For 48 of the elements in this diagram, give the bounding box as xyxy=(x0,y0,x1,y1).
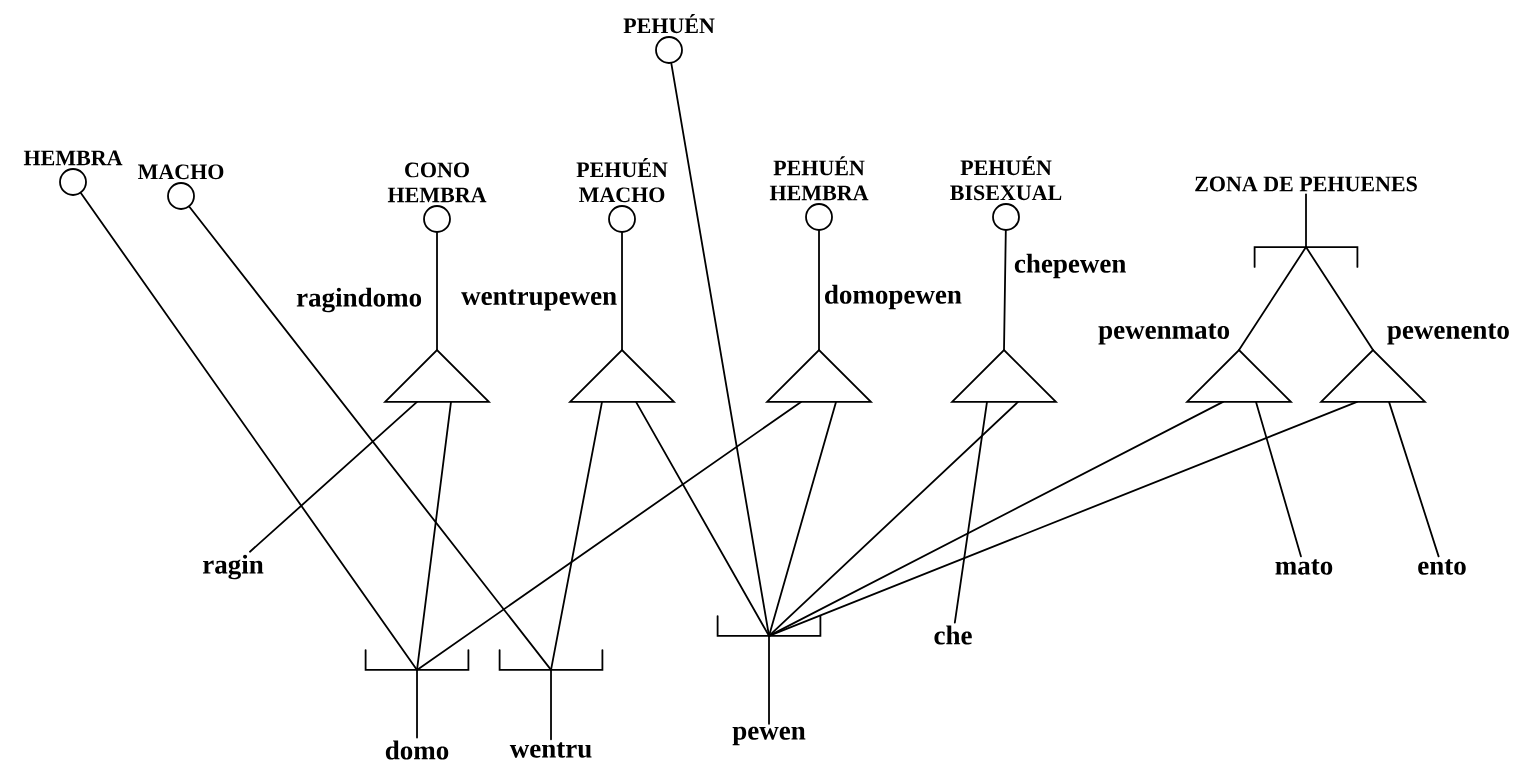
edge-label: wentrupewen xyxy=(460,288,619,312)
bracket xyxy=(364,649,470,671)
connector-line xyxy=(1305,246,1374,351)
edge-label: pewenento xyxy=(1385,322,1511,346)
node-label: CONO HEMBRA xyxy=(387,162,487,203)
connector-line xyxy=(80,192,418,671)
connector-line xyxy=(550,669,552,741)
bracket xyxy=(1253,246,1359,268)
connector-line xyxy=(953,401,988,624)
node-label: MACHO xyxy=(138,164,224,180)
edge-label: ragindomo xyxy=(295,286,424,314)
node-label: PEHUÉN HEMBRA xyxy=(769,156,869,201)
connector-line xyxy=(550,401,603,671)
edge-label: pewenmato xyxy=(1097,322,1232,346)
connector-line xyxy=(1238,246,1307,351)
node-label: PEHUÉN MACHO xyxy=(576,158,668,203)
connector-line xyxy=(1003,230,1007,351)
word-label: wentru xyxy=(509,742,592,758)
word-label: pewen xyxy=(732,726,806,746)
connector-line xyxy=(768,635,770,725)
connector-line xyxy=(818,230,820,351)
connector-line xyxy=(768,401,1019,637)
connector-line xyxy=(436,232,438,351)
connector-line xyxy=(1305,193,1307,248)
connector-line xyxy=(416,669,418,739)
connector-line xyxy=(768,401,837,637)
node-label: PEHUÉN xyxy=(623,14,715,34)
word-label: che xyxy=(934,625,972,645)
node-label: HEMBRA xyxy=(23,150,123,166)
connector-line xyxy=(1255,401,1302,558)
bracket xyxy=(498,649,604,671)
word-label: ragin xyxy=(203,554,264,580)
connector-line xyxy=(635,401,770,637)
connector-line xyxy=(249,401,418,553)
connector-line xyxy=(416,401,452,671)
word-label: mato xyxy=(1275,559,1333,575)
node-label: PEHUÉN BISEXUAL xyxy=(950,156,1062,201)
connector-line xyxy=(416,401,802,671)
edge-label: chepewen xyxy=(1012,252,1128,280)
connector-line xyxy=(188,206,552,671)
word-label: ento xyxy=(1418,559,1466,575)
connector-line xyxy=(621,232,623,351)
edge-label: domopewen xyxy=(822,283,963,311)
connector-line xyxy=(768,401,1358,637)
word-label: domo xyxy=(385,740,449,760)
word-label: ZONA DE PEHUENES xyxy=(1195,176,1417,192)
bracket xyxy=(716,615,822,637)
connector-line xyxy=(1388,401,1440,558)
